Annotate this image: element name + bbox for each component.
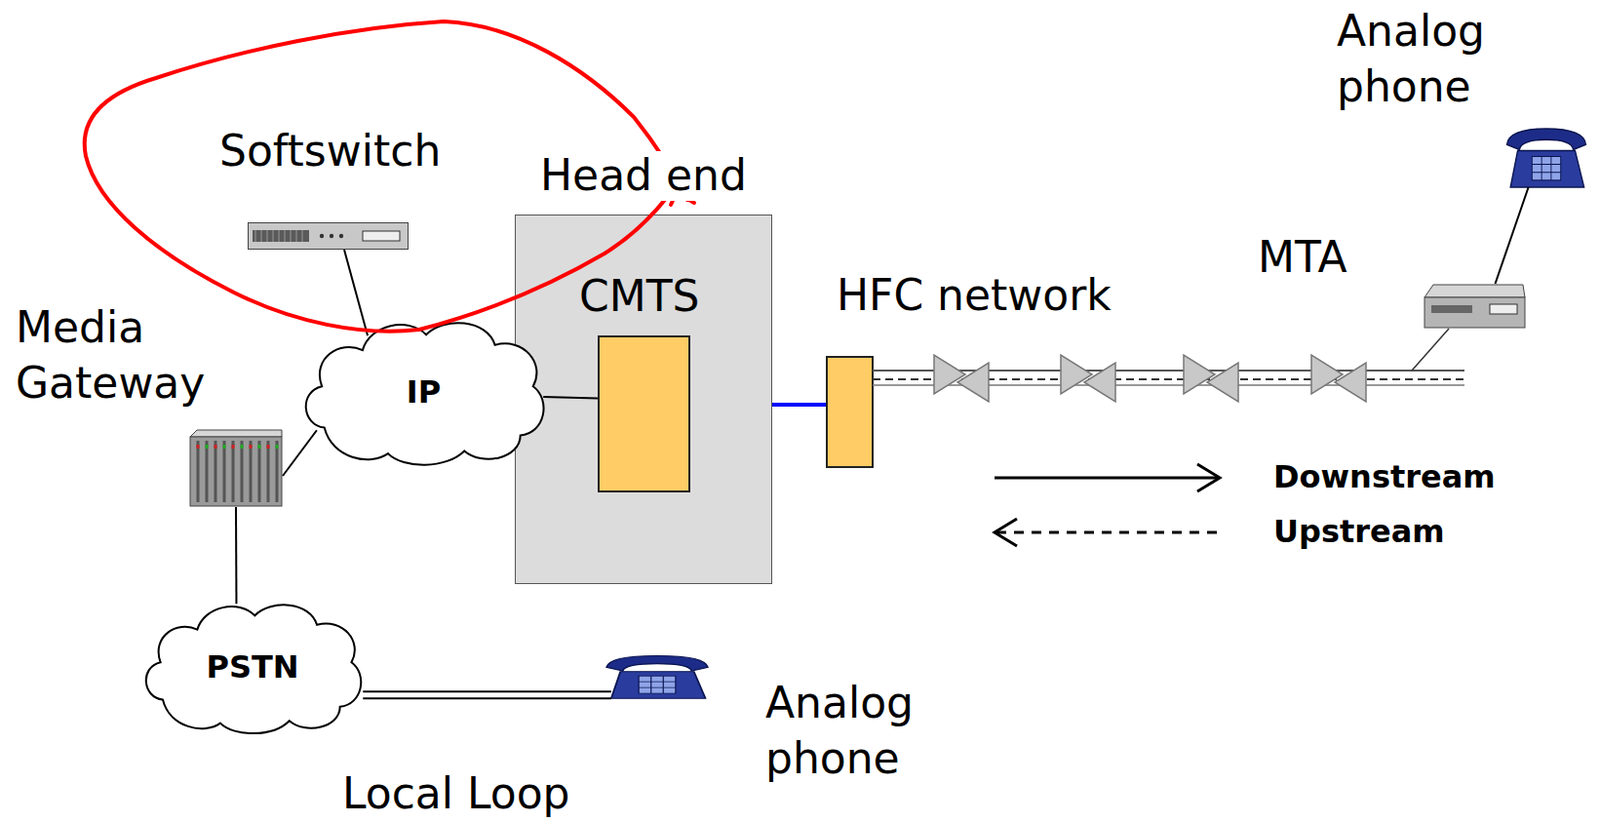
direction-label: Upstream bbox=[1273, 513, 1445, 550]
red-cross bbox=[663, 175, 695, 205]
node-label: Analog phone bbox=[765, 674, 914, 786]
mta-icon: MTA bbox=[1423, 283, 1526, 329]
line-connector bbox=[282, 429, 317, 476]
direction-label: Downstream bbox=[1273, 459, 1496, 496]
node-label: Softswitch bbox=[219, 126, 441, 177]
phone-icon: Analog phone bbox=[1501, 122, 1592, 193]
drop-cable bbox=[1411, 328, 1449, 371]
amplifier-symbol bbox=[1060, 354, 1116, 402]
softswitch-icon: Softswitch bbox=[247, 222, 409, 250]
ip-cloud: IP bbox=[296, 313, 551, 469]
telephone-symbol bbox=[1501, 122, 1592, 193]
node-label: Analog phone bbox=[1336, 2, 1485, 115]
line-connector bbox=[1495, 187, 1529, 284]
node-label: Media Gateway bbox=[15, 299, 205, 411]
telephone-symbol bbox=[599, 651, 715, 703]
amplifier-symbol bbox=[934, 354, 989, 402]
cloud-label: IP bbox=[406, 373, 441, 411]
server-symbol bbox=[247, 222, 409, 250]
line-connector bbox=[344, 249, 368, 336]
media-gateway-icon: Media Gateway bbox=[189, 429, 283, 508]
amplifier-symbol bbox=[1311, 354, 1366, 402]
double-line-connector bbox=[362, 691, 612, 699]
cmts-box: CMTS bbox=[597, 335, 691, 493]
downstream-arrow bbox=[994, 464, 1220, 492]
gateway-symbol bbox=[189, 429, 283, 508]
node-label: MTA bbox=[1257, 233, 1348, 283]
loop-label: Local Loop bbox=[342, 772, 571, 816]
cloud-label: PSTN bbox=[205, 648, 299, 686]
pstn-cloud: PSTN bbox=[137, 596, 368, 738]
head-end-box: Head endCMTS bbox=[514, 214, 773, 585]
mta-symbol bbox=[1423, 283, 1526, 329]
line-connector bbox=[235, 507, 237, 604]
amplifier-symbol bbox=[1183, 354, 1239, 402]
network-label: HFC network bbox=[836, 271, 1112, 321]
node-label: Head end bbox=[536, 151, 751, 201]
node-label: CMTS bbox=[579, 272, 701, 322]
fiber-node bbox=[826, 356, 873, 468]
line-connector bbox=[543, 396, 598, 398]
upstream-arrow bbox=[994, 518, 1220, 547]
red-loop bbox=[84, 21, 695, 332]
phone-icon: Analog phone bbox=[599, 651, 715, 703]
